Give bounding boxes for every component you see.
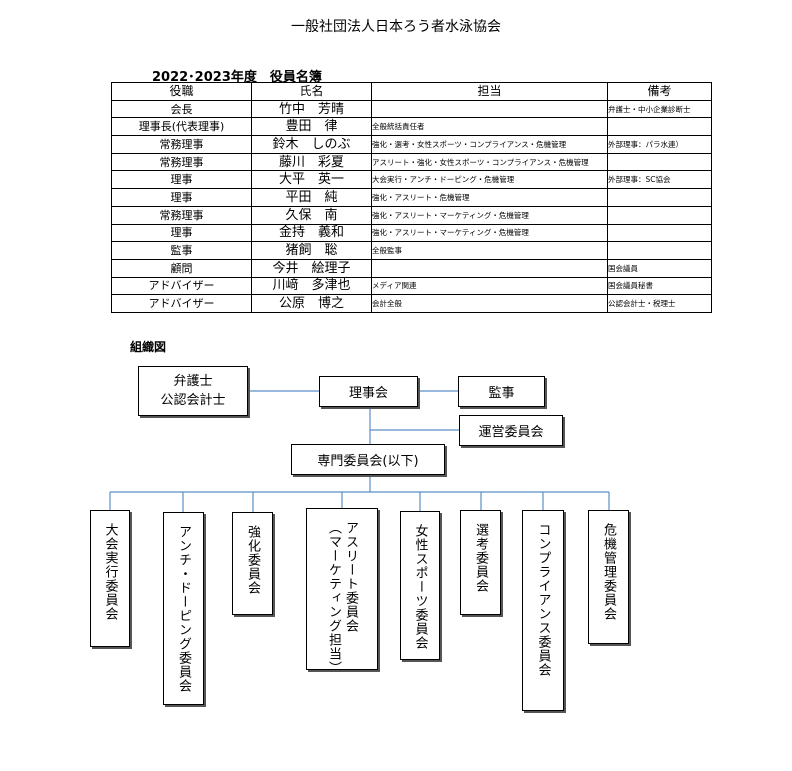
committee-athlete-box: アスリート委員会 （マーケティング担当） [306, 508, 378, 675]
committee-strengthening-box: 強化委員会 [232, 512, 273, 615]
cell-name: 竹中 芳晴 [251, 99, 372, 119]
committee-strengthening-label: 強化委員会 [245, 525, 260, 595]
committee-women-sports-label: 女性スポーツ委員会 [412, 524, 428, 650]
committee-risk-management-label: 危機管理委員会 [601, 523, 616, 621]
committee-anti-doping-label: アンチ・ドーピング委員会 [176, 525, 191, 693]
table-row: 理事大平 英一大会実行・アンチ・ドーピング・危機管理外部理事：SC協会 [111, 170, 712, 190]
cell-name: 川﨑 多津也 [251, 276, 372, 296]
cell-name: 公原 博之 [251, 294, 372, 313]
committee-compliance-box: コンプライアンス委員会 [522, 510, 564, 711]
committee-anti-doping-box: アンチ・ドーピング委員会 [163, 512, 204, 705]
cell-role: 理事長(代表理事) [111, 117, 252, 137]
advisors-box: 弁護士 公認会計士 [138, 366, 248, 416]
table-row: アドバイザー公原 博之会計全般公認会計士・税理士 [111, 294, 712, 313]
committee-compliance-label: コンプライアンス委員会 [535, 523, 551, 677]
committee-tournament-box: 大会実行委員会 [90, 510, 130, 647]
table-row: アドバイザー川﨑 多津也メディア関連国会議員秘書 [111, 276, 712, 296]
roster-title: 2022･2023年度 役員名簿 [152, 70, 322, 85]
officer-roster-table: 役職 氏名 担当 備考 会長竹中 芳晴弁護士・中小企業診断士理事長(代表理事)豊… [111, 82, 712, 313]
table-row: 理事長(代表理事)豊田 律全般統括責任者 [111, 117, 712, 137]
advisors-lawyer: 弁護士 [173, 374, 213, 389]
table-row: 理事平田 純強化・アスリート・危機管理 [111, 188, 712, 207]
specialist-committee-box: 専門委員会(以下) [291, 444, 445, 475]
table-row: 常務理事鈴木 しのぶ強化・選考・女性スポーツ・コンプライアンス・危機管理外部理事… [111, 135, 712, 154]
committee-selection-label: 選考委員会 [473, 523, 488, 593]
cell-name: 久保 南 [251, 205, 372, 225]
cell-note: 公認会計士・税理士 [607, 294, 712, 313]
committee-athlete-label: アスリート委員会 （マーケティング担当） [326, 521, 358, 675]
committee-risk-management-box: 危機管理委員会 [588, 510, 629, 644]
organization-title: 一般社団法人日本ろう者水泳協会 [291, 19, 501, 35]
board-box: 理事会 [319, 376, 418, 407]
org-chart-label: 組織図 [130, 340, 167, 354]
auditor-box: 監事 [458, 376, 545, 407]
committee-women-sports-box: 女性スポーツ委員会 [400, 511, 440, 660]
committee-selection-box: 選考委員会 [460, 510, 501, 615]
management-committee-box: 運営委員会 [459, 415, 563, 446]
committee-tournament-label: 大会実行委員会 [102, 523, 118, 621]
advisors-accountant: 公認会計士 [160, 393, 226, 408]
